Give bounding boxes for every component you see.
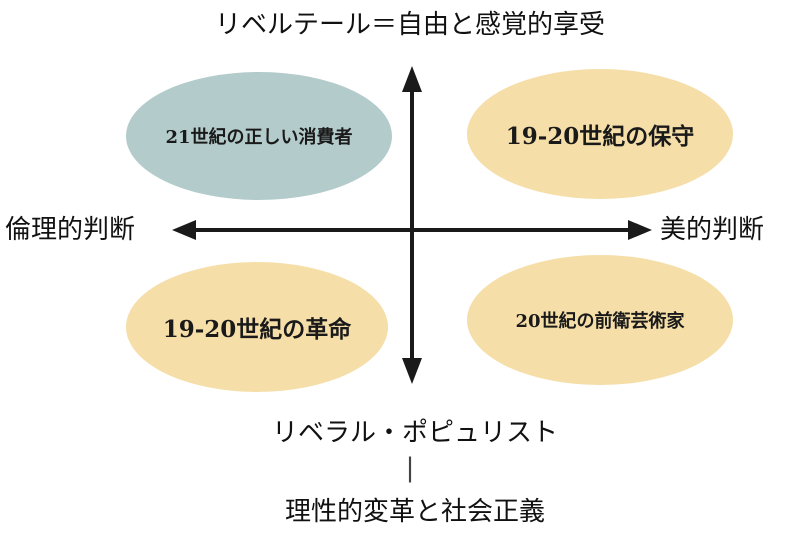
top-label: リベルテール＝自由と感覚的享受 [214,10,605,40]
bottom-label-2: 理性的変革と社会正義 [284,497,545,527]
bottom-label-1: リベラル・ポピュリスト [271,418,558,448]
arrow-up-icon [402,66,422,92]
quadrant-top-right: 19-20世紀の保守 [467,69,733,199]
right-label: 美的判断 [660,215,765,245]
left-label: 倫理的判断 [5,215,136,245]
quadrant-top-right-label: 19-20世紀の保守 [505,123,695,150]
arrow-left-icon [172,220,196,240]
quadrant-bottom-right-label: 20世紀の前衛芸術家 [515,311,685,332]
quadrant-top-left-label: 21世紀の正しい消費者 [165,127,353,148]
arrow-right-icon [628,220,652,240]
quadrant-bottom-right: 20世紀の前衛芸術家 [467,255,733,385]
quadrant-bottom-left: 19-20世紀の革命 [126,262,388,392]
quadrant-top-left: 21世紀の正しい消費者 [126,72,392,200]
bottom-divider: | [405,453,415,483]
quadrant-bottom-left-label: 19-20世紀の革命 [162,316,352,343]
arrow-down-icon [402,358,422,384]
